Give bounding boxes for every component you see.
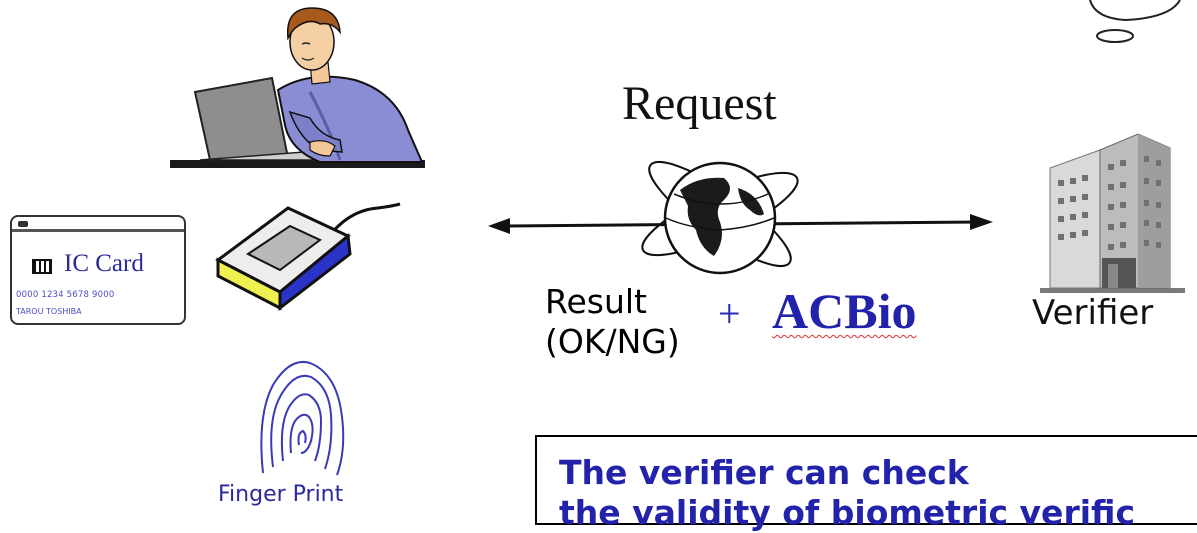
note-text: The verifier can check the validity of b… — [559, 453, 1135, 533]
user-at-laptop-illustration — [170, 7, 425, 168]
fingerprint-icon — [260, 361, 345, 476]
ic-card-title: IC Card — [64, 250, 144, 277]
request-label: Request — [622, 77, 777, 130]
result-label-line1: Result — [545, 282, 647, 321]
result-label: Result (OK/NG) — [545, 282, 680, 362]
communication-arrow — [488, 161, 993, 275]
card-magnetic-strip — [12, 229, 184, 232]
plus-sign: + — [718, 291, 741, 336]
note-line1: The verifier can check — [559, 453, 969, 492]
card-tab — [18, 221, 28, 227]
building-icon — [1040, 133, 1185, 293]
ic-card-holder: TAROU TOSHIBA — [16, 307, 82, 316]
finger-print-label: Finger Print — [218, 482, 344, 507]
ic-card-number: 0000 1234 5678 9000 — [16, 290, 115, 300]
chip-icon — [32, 259, 52, 274]
acbio-label: ACBio — [772, 283, 917, 339]
ic-card: IC Card 0000 1234 5678 9000 TAROU TOSHIB… — [10, 215, 186, 325]
verifier-label: Verifier — [1032, 293, 1154, 333]
fingerprint-scanner-icon — [215, 202, 401, 312]
result-label-line2: (OK/NG) — [545, 322, 680, 361]
note-line2: the validity of biometric verific — [559, 493, 1136, 532]
note-box: The verifier can check the validity of b… — [535, 435, 1197, 532]
thought-bubble-icon — [1089, 0, 1181, 43]
